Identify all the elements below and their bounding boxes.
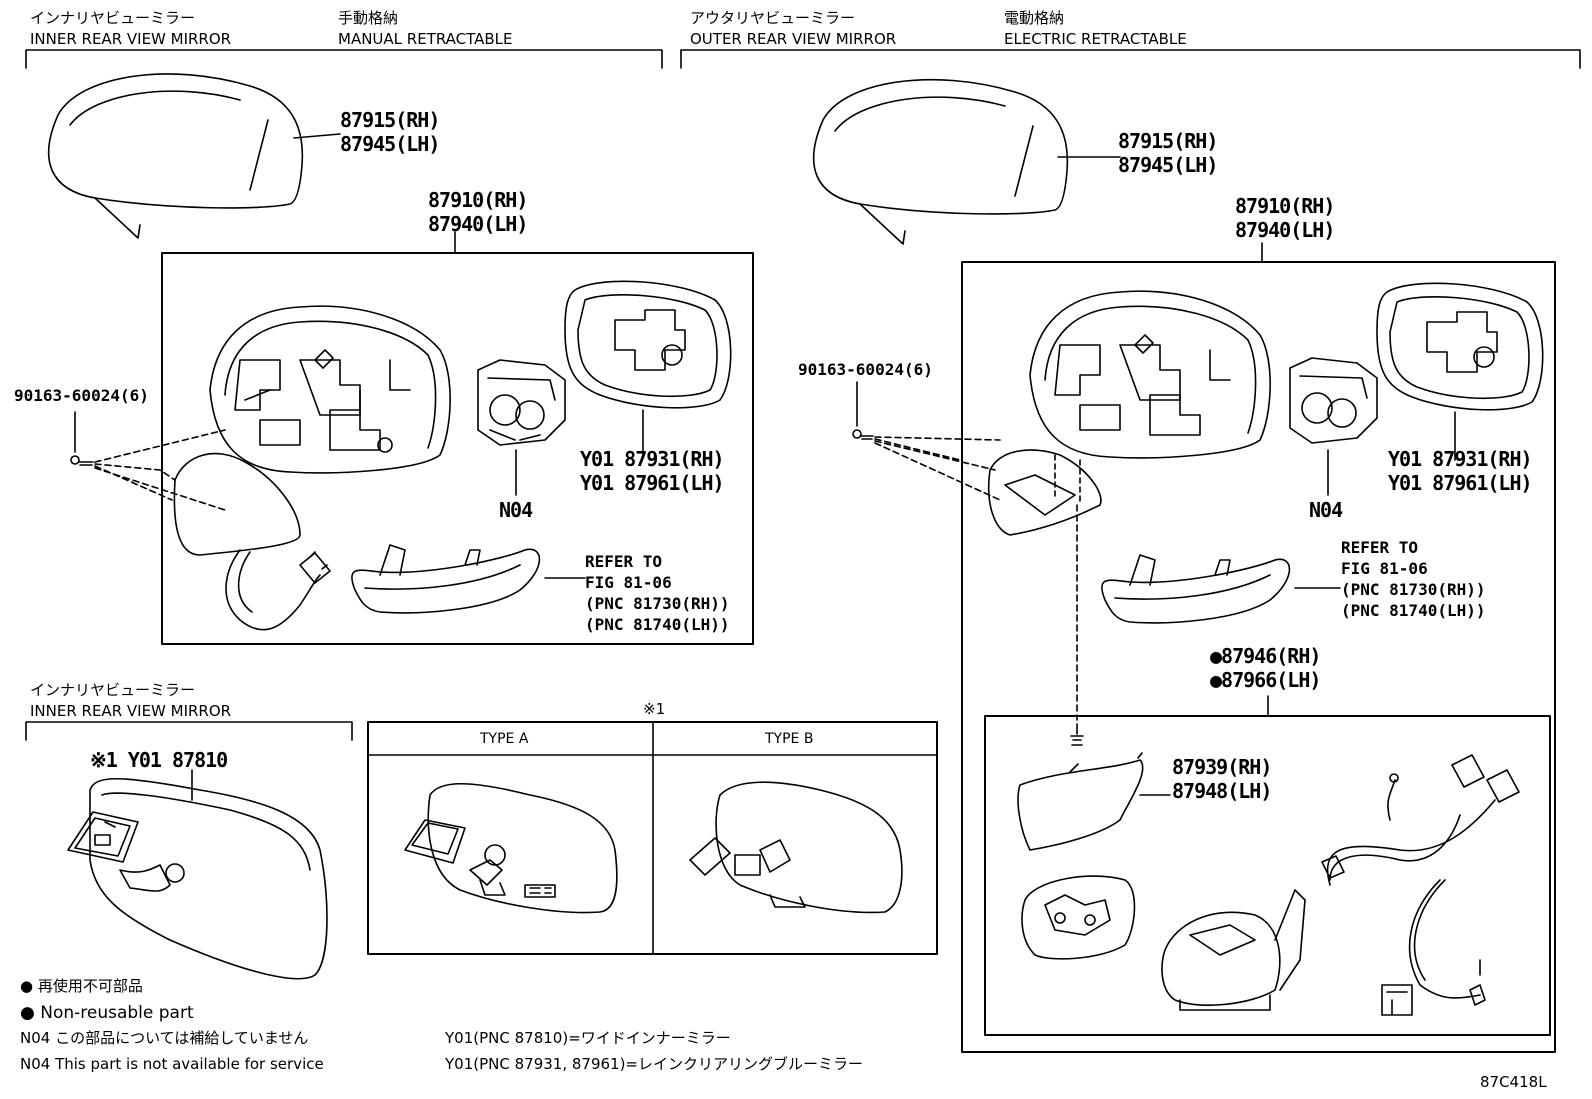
- inner-header-en: INNER REAR VIEW MIRROR: [30, 702, 232, 720]
- electric-sub-lh: ●87966(LH): [1210, 668, 1321, 692]
- inner-mirror-main: [68, 779, 327, 979]
- legend-nonreusable-jp: ● 再使用不可部品: [20, 977, 143, 995]
- screw-left: [71, 456, 93, 465]
- electric-cover-lh: 87945(LH): [1118, 153, 1218, 177]
- screw-right: [853, 430, 873, 439]
- turn-signal-right: [1102, 555, 1290, 623]
- electric-sub-rh: ●87946(RH): [1210, 644, 1321, 668]
- manual-cover-rh: 87915(RH): [340, 108, 440, 132]
- type-b-label: TYPE B: [765, 731, 814, 747]
- left-header-en: INNER REAR VIEW MIRROR: [30, 30, 232, 48]
- manual-header-jp: 手動格納: [338, 9, 399, 27]
- inner-header-bracket: [26, 722, 352, 740]
- small-clip-right: [1382, 985, 1412, 1015]
- mirror-housing-right: [1030, 291, 1270, 458]
- figure-code: 87C418L: [1480, 1073, 1547, 1091]
- outer-header-en: OUTER REAR VIEW MIRROR: [690, 30, 897, 48]
- connector-left: [300, 552, 330, 583]
- retract-unit-right: [989, 450, 1101, 535]
- electric-lower-rh: 87939(RH): [1172, 755, 1272, 779]
- turn-signal-left: [352, 545, 540, 613]
- left-header-bracket: [26, 50, 662, 68]
- mirror-base-left: [174, 454, 300, 555]
- mirror-cover-left: [49, 74, 303, 238]
- electric-assy-frame: [962, 262, 1555, 1052]
- legend-n04-en: N04 This part is not available for servi…: [20, 1055, 324, 1073]
- electric-lower-lh: 87948(LH): [1172, 779, 1272, 803]
- manual-refer-3: (PNC 81730(RH)): [585, 594, 730, 613]
- manual-assy-frame: [162, 253, 753, 644]
- electric-assy-rh: 87910(RH): [1235, 194, 1335, 218]
- legend-nonreusable-en: ● Non-reusable part: [20, 1003, 194, 1023]
- electric-glass-rh: Y01 87931(RH): [1388, 447, 1533, 471]
- manual-refer-4: (PNC 81740(LH)): [585, 615, 730, 634]
- legend-y01-rain: Y01(PNC 87931, 87961)=レインクリアリングブルーミラー: [445, 1055, 864, 1073]
- mirror-glass-right: [1377, 283, 1543, 410]
- manual-assy-lh: 87940(LH): [428, 212, 528, 236]
- mirror-glass-left: [565, 281, 731, 408]
- electric-refer-4: (PNC 81740(LH)): [1341, 601, 1486, 620]
- screw-right-lower: [1071, 724, 1083, 745]
- lower-cover-right: [1018, 753, 1143, 850]
- actuator-right: [1290, 358, 1377, 443]
- right-header-bracket: [681, 50, 1580, 68]
- mirror-housing-left: [210, 306, 450, 473]
- type-b-mirror: [690, 782, 902, 912]
- type-a-mirror: [405, 784, 617, 913]
- manual-screw-label: 90163-60024(6): [14, 386, 149, 405]
- electric-assy-lh: 87940(LH): [1235, 218, 1335, 242]
- legend-y01-wide: Y01(PNC 87810)=ワイドインナーミラー: [445, 1029, 731, 1047]
- manual-cover-lh: 87945(LH): [340, 132, 440, 156]
- wire-harness-right: [1322, 755, 1519, 1005]
- left-header-jp: インナリヤビューミラー: [30, 9, 196, 27]
- manual-header-en: MANUAL RETRACTABLE: [338, 30, 513, 48]
- retract-motor-right: [1162, 890, 1305, 1010]
- electric-n04: N04: [1309, 498, 1343, 522]
- electric-refer-2: FIG 81-06: [1341, 559, 1428, 578]
- manual-glass-lh: Y01 87961(LH): [580, 471, 725, 495]
- electric-cover-rh: 87915(RH): [1118, 129, 1218, 153]
- inner-mirror-part: ※1 Y01 87810: [90, 748, 228, 772]
- base-plate-right: [1022, 876, 1134, 959]
- electric-header-jp: 電動格納: [1004, 9, 1065, 27]
- manual-glass-rh: Y01 87931(RH): [580, 447, 725, 471]
- outer-header-jp: アウタリヤビューミラー: [690, 9, 856, 27]
- electric-refer-3: (PNC 81730(RH)): [1341, 580, 1486, 599]
- manual-refer-1: REFER TO: [585, 552, 663, 571]
- actuator-left: [478, 360, 565, 445]
- inner-header-jp: インナリヤビューミラー: [30, 681, 196, 699]
- electric-header-en: ELECTRIC RETRACTABLE: [1004, 30, 1187, 48]
- electric-glass-lh: Y01 87961(LH): [1388, 471, 1533, 495]
- type-table-mark: ※1: [643, 700, 666, 718]
- manual-n04: N04: [499, 498, 533, 522]
- type-a-label: TYPE A: [480, 731, 529, 747]
- electric-screw-label: 90163-60024(6): [798, 360, 933, 379]
- legend-n04-jp: N04 この部品については補給していません: [20, 1029, 309, 1047]
- manual-refer-2: FIG 81-06: [585, 573, 672, 592]
- manual-assy-rh: 87910(RH): [428, 188, 528, 212]
- electric-refer-1: REFER TO: [1341, 538, 1419, 557]
- mirror-cover-right: [814, 80, 1068, 244]
